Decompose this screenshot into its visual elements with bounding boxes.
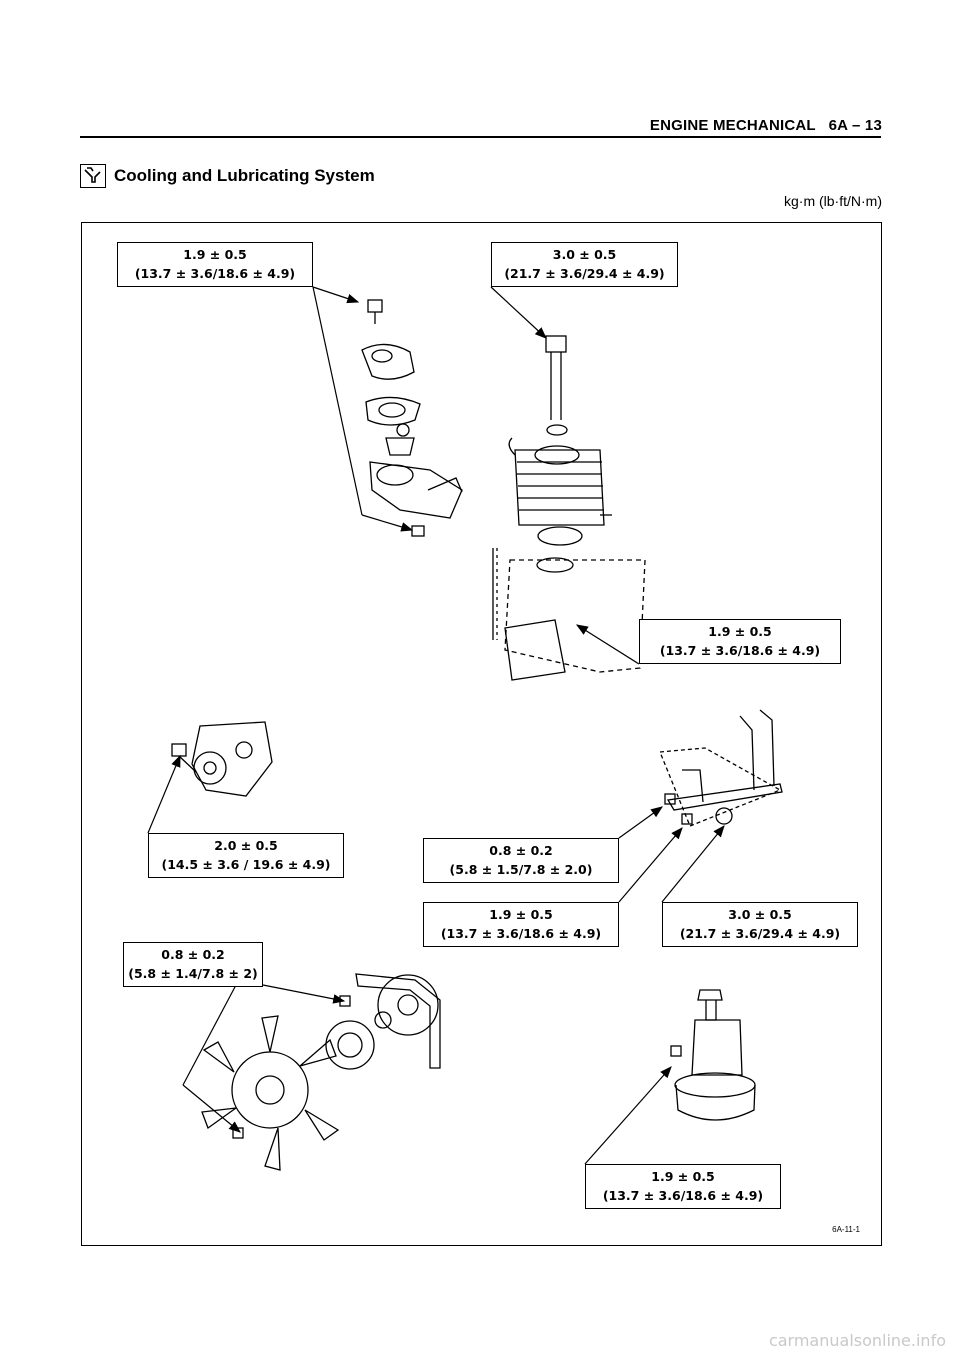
- torque-spec-oil-cooler-bolt: 3.0 ± 0.5(21.7 ± 3.6/29.4 ± 4.9): [491, 242, 678, 287]
- torque-spec-oil-pipe-nut: 1.9 ± 0.5(13.7 ± 3.6/18.6 ± 4.9): [423, 902, 619, 947]
- torque-spec-oil-pump-bolt: 1.9 ± 0.5(13.7 ± 3.6/18.6 ± 4.9): [585, 1164, 781, 1209]
- thermostat-housing-parts: [361, 299, 463, 537]
- watermark: carmanualsonline.info: [768, 1331, 946, 1350]
- cooling-fan-parts: [201, 973, 441, 1171]
- torque-spec-oil-pipe-eye-bolt: 3.0 ± 0.5(21.7 ± 3.6/29.4 ± 4.9): [662, 902, 858, 947]
- water-pump-parts: [171, 721, 273, 797]
- oil-pump-parts: [670, 989, 756, 1121]
- oil-cooler-parts: [492, 335, 646, 681]
- torque-spec-oil-filter-bolt: 1.9 ± 0.5(13.7 ± 3.6/18.6 ± 4.9): [639, 619, 841, 664]
- torque-spec-water-pump-bolt: 2.0 ± 0.5(14.5 ± 3.6 / 19.6 ± 4.9): [148, 833, 344, 878]
- diagram-frame: [81, 222, 882, 1246]
- page-header-title: ENGINE MECHANICAL 6A – 13: [649, 117, 882, 134]
- header-rule: [80, 136, 881, 138]
- torque-units: kg·m (lb·ft/N·m): [784, 193, 882, 209]
- torque-spec-oil-pipe-bolt: 0.8 ± 0.2(5.8 ± 1.5/7.8 ± 2.0): [423, 838, 619, 883]
- torque-spec-fan-nuts: 0.8 ± 0.2(5.8 ± 1.4/7.8 ± 2): [123, 942, 263, 987]
- oil-pipe-parts: [659, 709, 783, 827]
- wrench-box-icon: [80, 164, 106, 188]
- section-title: Cooling and Lubricating System: [114, 166, 375, 185]
- torque-spec-thermostat-bolts: 1.9 ± 0.5(13.7 ± 3.6/18.6 ± 4.9): [117, 242, 313, 287]
- figure-id: 6A-11-1: [832, 1225, 860, 1234]
